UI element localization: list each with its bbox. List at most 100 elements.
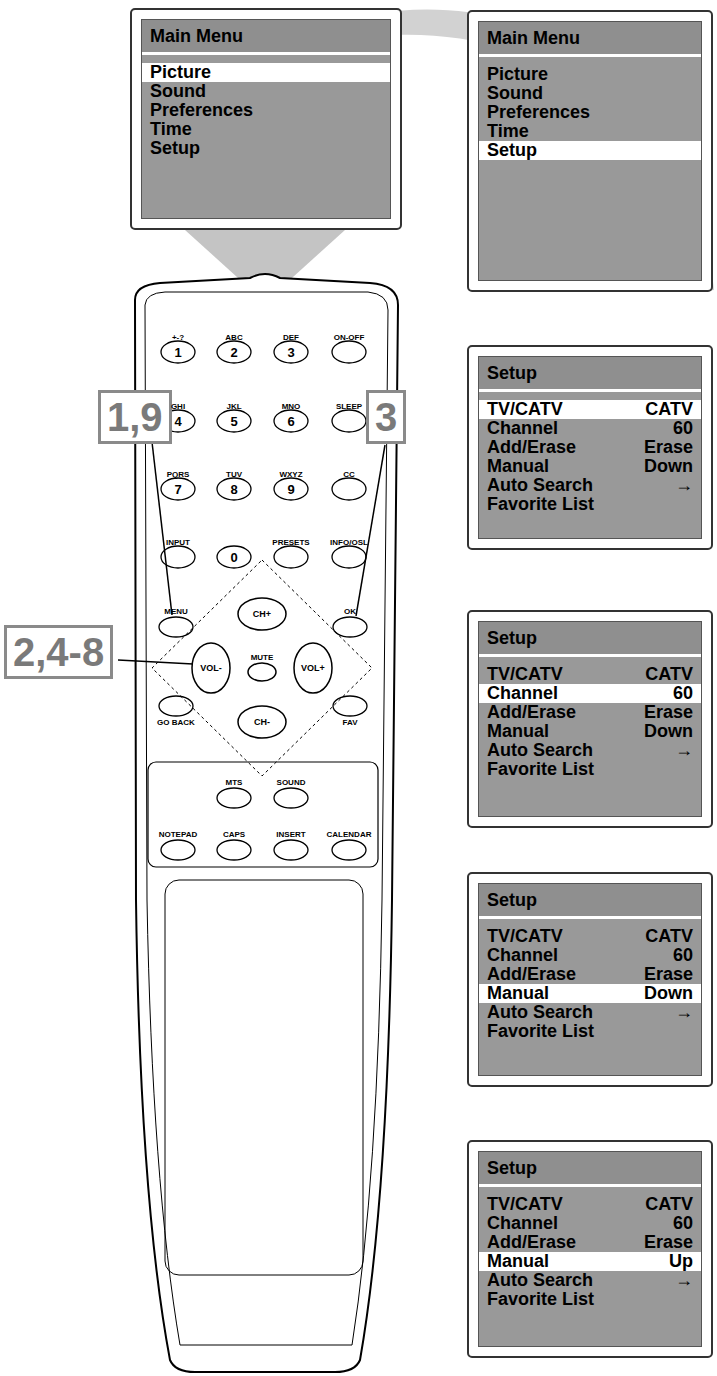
menu-row: Channel60 [479,419,701,438]
menu-item: Time [150,120,192,139]
menu-item: Setup [487,141,537,160]
button-label: NOTEPAD [159,831,198,839]
menu-title-bar: Setup [479,622,701,657]
menu-row: Time [479,122,701,141]
menu-gap [479,657,701,665]
menu-item: Preferences [150,101,253,120]
menu-item: TV/CATV [487,1195,563,1214]
menu-value: CATV [645,927,693,946]
button-digit: 2 [230,346,237,359]
button-label: SOUND [277,779,306,787]
menu-value: Down [644,457,693,476]
callout-box: 1,9 [98,390,172,444]
button-digit: 3 [287,346,294,359]
button-label: DEF [283,334,299,342]
menu-item: Channel [487,946,558,965]
button-label: SLEEP [336,403,362,411]
menu-item: Manual [487,1252,549,1271]
tv-screen: SetupTV/CATVCATVChannel60Add/EraseEraseM… [467,610,713,828]
menu-row: Favorite List [479,1022,701,1041]
menu-row: Add/EraseErase [479,703,701,722]
menu-item: Setup [150,139,200,158]
menu-row: Auto Search→ [479,1003,701,1022]
menu-value: 60 [673,946,693,965]
menu-row: Picture [479,65,701,84]
menu-title: Main Menu [487,28,580,48]
menu-item: Auto Search [487,741,593,760]
button-label: FAV [343,719,358,727]
menu-item: Sound [487,84,543,103]
menu-item: Favorite List [487,1022,594,1041]
menu-title: Main Menu [150,26,243,46]
menu-row: Preferences [142,101,390,120]
menu-item: TV/CATV [487,400,563,419]
menu-item: Auto Search [487,476,593,495]
menu-value: Erase [644,965,693,984]
menu-row: Setup [479,141,701,160]
menu-row: Manual Down [479,457,701,476]
button-digit: 0 [230,551,237,564]
menu-row: Setup [142,139,390,158]
button-digit: 4 [174,415,181,428]
button-label: VOL- [200,664,222,673]
button-label: MNO [282,403,301,411]
menu-item: Add/Erase [487,965,576,984]
menu-item: Sound [150,82,206,101]
button-label: PRESETS [272,539,309,547]
menu-value: Up [669,1252,693,1271]
menu-value: Down [644,984,693,1003]
menu-row: Channel 60 [479,946,701,965]
screen-area: Main MenuPictureSoundPreferencesTimeSetu… [141,19,391,219]
callout-box: 3 [366,390,406,444]
menu-row: Auto Search→ [479,1271,701,1290]
menu-item: Manual [487,984,549,1003]
menu-row: Auto Search → [479,741,701,760]
button-label: MUTE [251,654,274,662]
menu-item: Time [487,122,529,141]
button-label: VOL+ [301,664,325,673]
menu-item: Manual [487,722,549,741]
menu-value: 60 [673,419,693,438]
button-label: GO BACK [157,719,195,727]
menu-row: Sound [479,84,701,103]
button-label: GHI [171,403,185,411]
menu-item: Picture [487,65,548,84]
menu-item: Auto Search [487,1003,593,1022]
menu-item: Favorite List [487,495,594,514]
menu-item: Channel [487,1214,558,1233]
menu-row: TV/CATVCATV [479,400,701,419]
button-label: TUV [226,471,242,479]
menu-item: Add/Erase [487,703,576,722]
menu-row: Manual Up [479,1252,701,1271]
menu-value: Down [644,722,693,741]
menu-value: → [675,741,693,760]
tv-screen: SetupTV/CATVCATVChannel60Add/EraseEraseM… [467,345,713,550]
menu-item: Preferences [487,103,590,122]
button-label: PQRS [167,471,190,479]
button-label: CAPS [223,831,245,839]
button-label: ABC [225,334,242,342]
menu-gap [479,1187,701,1195]
menu-row: Picture [142,63,390,82]
menu-row: Favorite List [479,495,701,514]
menu-row: Favorite List [479,760,701,779]
button-label: MENU [164,608,188,616]
menu-item: Manual [487,457,549,476]
tv-screen: SetupTV/CATVCATVChannel60Add/EraseEraseM… [467,872,713,1087]
tv-screen: Main MenuPictureSoundPreferencesTimeSetu… [467,10,713,292]
menu-row: Favorite List [479,1290,701,1309]
menu-value: Erase [644,1233,693,1252]
menu-row: Auto Search→ [479,476,701,495]
menu-value: → [675,1271,693,1290]
button-label: +-? [172,334,184,342]
screen-area: SetupTV/CATVCATVChannel60Add/EraseEraseM… [478,356,702,539]
screen-area: SetupTV/CATVCATVChannel60Add/EraseEraseM… [478,1151,702,1347]
button-label: CALENDAR [327,831,372,839]
menu-title-bar: Setup [479,884,701,919]
callout-number: 2,4-8 [13,630,104,674]
tv-screen: Main MenuPictureSoundPreferencesTimeSetu… [130,8,402,230]
button-label: INPUT [166,539,190,547]
button-digit: 1 [174,346,181,359]
menu-value: Erase [644,438,693,457]
